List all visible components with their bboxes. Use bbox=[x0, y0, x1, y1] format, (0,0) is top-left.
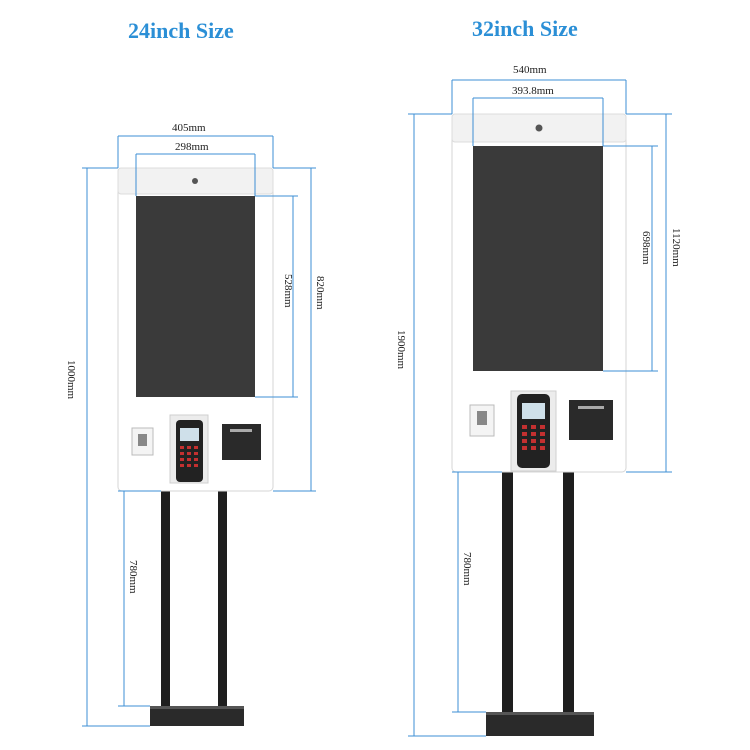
kiosk-32-stand-height: 780mm bbox=[461, 552, 473, 586]
kiosk-32-screen bbox=[473, 146, 603, 371]
kiosk-24-screen bbox=[136, 196, 255, 397]
kiosk-32-pole-right bbox=[563, 472, 574, 716]
kiosk-24: 405mm 298mm 528mm 820mm 1000mm 780mm bbox=[65, 122, 326, 727]
kiosk-24-base bbox=[150, 706, 244, 726]
kiosk-24-outer-width: 405mm bbox=[172, 122, 206, 134]
kiosk-24-screen-width: 298mm bbox=[175, 141, 209, 153]
kiosk-32-title: 32inch Size bbox=[472, 16, 578, 41]
kiosk-24-title: 24inch Size bbox=[128, 18, 234, 43]
kiosk-32: 540mm 393.8mm 698mm 1120mm 1900mm 780mm bbox=[395, 64, 682, 737]
kiosk-32-camera bbox=[535, 124, 543, 132]
kiosk-24-stand-height: 780mm bbox=[127, 560, 139, 594]
kiosk-32-total-height: 1900mm bbox=[395, 330, 407, 370]
kiosk-32-screen-height: 698mm bbox=[640, 231, 652, 265]
kiosk-24-body-height: 820mm bbox=[314, 276, 326, 310]
kiosk-32-base bbox=[486, 712, 594, 736]
kiosk-32-body-height: 1120mm bbox=[670, 228, 682, 267]
kiosk-32-pole-left bbox=[502, 472, 513, 716]
kiosk-24-total-height: 1000mm bbox=[65, 360, 77, 400]
kiosk-24-pole-right bbox=[218, 490, 227, 708]
kiosk-24-screen-height: 528mm bbox=[282, 274, 294, 308]
kiosk-32-outer-width: 540mm bbox=[513, 64, 547, 76]
kiosk-24-camera bbox=[192, 178, 198, 184]
kiosk-32-screen-width: 393.8mm bbox=[512, 85, 554, 97]
kiosk-24-pole-left bbox=[161, 490, 170, 708]
